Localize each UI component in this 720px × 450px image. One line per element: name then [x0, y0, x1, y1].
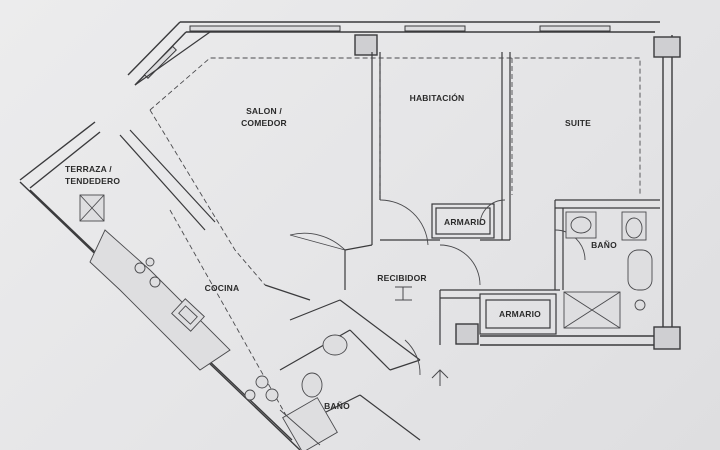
room-labels: SALON / COMEDOR HABITACIÓN SUITE TERRAZA… — [65, 92, 617, 411]
label-salon-line2: COMEDOR — [241, 118, 287, 128]
label-bano-2: BAÑO — [324, 401, 350, 411]
label-armario-2: ARMARIO — [499, 309, 541, 319]
label-salon-line1: SALON / — [246, 106, 282, 116]
interior-walls — [119, 31, 660, 441]
label-armario-1: ARMARIO — [444, 217, 486, 227]
label-terraza-line1: TERRAZA / — [65, 164, 112, 174]
bath-2-fixtures — [244, 334, 348, 450]
label-bano-1: BAÑO — [591, 240, 617, 250]
label-recibidor: RECIBIDOR — [377, 273, 427, 283]
entrance-arrow — [395, 286, 449, 386]
door-swings — [289, 199, 586, 376]
label-cocina: COCINA — [205, 283, 240, 293]
pillars — [354, 34, 681, 350]
windows — [143, 25, 611, 79]
label-habitacion: HABITACIÓN — [410, 92, 465, 103]
label-suite: SUITE — [565, 118, 591, 128]
dashed-guides — [149, 57, 641, 441]
kitchen-fixtures — [79, 194, 231, 371]
bath-1-fixtures — [563, 211, 653, 329]
label-terraza-line2: TENDEDERO — [65, 176, 120, 186]
